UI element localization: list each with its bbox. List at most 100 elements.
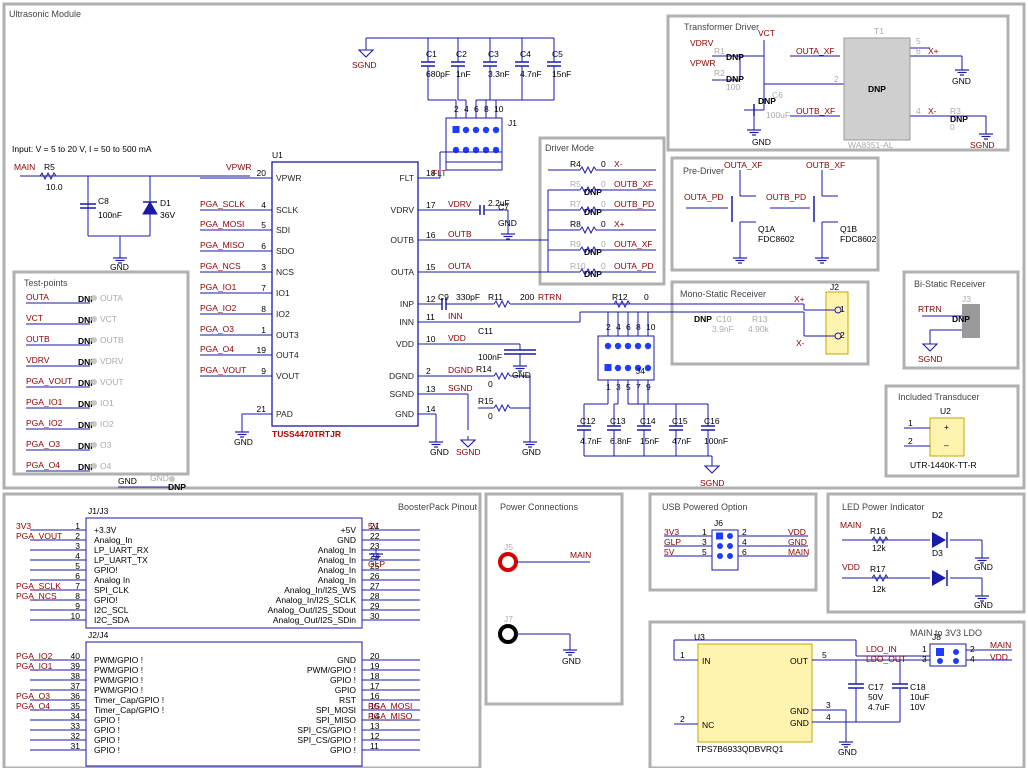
- usb-pin-num: 3: [702, 537, 707, 547]
- drv-resistor: [579, 185, 597, 195]
- bp-pin-name: Analog_Out/I2S_SDout: [268, 605, 357, 615]
- bp-pin-num: 39: [71, 661, 81, 671]
- cap-val: 4.7nF: [520, 69, 542, 79]
- bp-pin-name: GPIO !: [94, 745, 120, 755]
- u2-part: UTR-1440K-TT-R: [910, 460, 977, 470]
- mono-c10v: 3.9nF: [712, 324, 734, 334]
- bi-rtrn: RTRN: [918, 304, 941, 314]
- bp-pin-name: RST: [339, 695, 356, 705]
- tr-c6v: 100uF: [766, 110, 790, 120]
- testpoint-pad: [91, 421, 97, 427]
- bp-pin-num: 40: [71, 651, 81, 661]
- drv-ref: R9: [570, 239, 581, 249]
- ldo-main: MAIN: [990, 640, 1011, 650]
- ldo-c17: C17: [868, 682, 884, 692]
- bp-pin-name: Analog_In: [318, 555, 357, 565]
- drv-ref: R5: [570, 179, 581, 189]
- tp-net: GND: [118, 476, 137, 486]
- gnd-label: GND: [952, 76, 971, 86]
- tp-net: PGA_VOUT: [26, 376, 72, 386]
- testpoint-pad: [91, 379, 97, 385]
- u1-pin-num: 19: [257, 345, 267, 355]
- ldo-ldo-out: LDO_OUT: [866, 654, 906, 664]
- testpoint-pad: [91, 316, 97, 322]
- gnd-label: GND: [974, 600, 993, 610]
- bp-pin-num: 2: [75, 531, 80, 541]
- j6-body: [711, 529, 739, 571]
- tr-vct: VCT: [758, 28, 775, 38]
- cap-ref: C1: [426, 49, 437, 59]
- led-r17v: 12k: [872, 584, 886, 594]
- mono-xm: X-: [796, 338, 805, 348]
- ldo-p4: 4: [826, 712, 831, 722]
- gnd-symbol: [978, 127, 994, 140]
- j4-pin: [644, 342, 652, 350]
- usb-net: MAIN: [788, 547, 809, 557]
- bp-j1j3: J1/J3: [88, 506, 109, 516]
- bp-pin-num: 22: [370, 531, 380, 541]
- j8-body: [929, 643, 967, 667]
- gnd-symbol: [954, 63, 970, 76]
- sgnd-label: SGND: [456, 447, 481, 457]
- pw-j7: J7: [504, 614, 513, 624]
- u1-pin-num: 8: [261, 304, 266, 314]
- ref-c8: C8: [98, 196, 109, 206]
- u1-pin-name: IO1: [276, 288, 290, 298]
- u1-ref: U1: [272, 150, 283, 160]
- gnd-label: GND: [838, 747, 857, 757]
- bp-pin-name: PWM/GPIO !: [94, 675, 143, 685]
- bp-pin-name: GPIO !: [94, 735, 120, 745]
- tp-dnp: DNP: [78, 294, 96, 304]
- ldo-in: IN: [702, 656, 711, 666]
- bp-pin-num: 12: [370, 731, 380, 741]
- tr-r2: R2: [714, 68, 725, 78]
- ldo-frame: [648, 620, 1026, 768]
- ref-r14: R14: [476, 364, 492, 374]
- val-r12: 0: [644, 292, 649, 302]
- usb-net: 5V: [664, 547, 675, 557]
- u1-pin-num: 13: [426, 384, 436, 394]
- drv-resistor: [579, 267, 597, 277]
- testpoint-pad: [91, 400, 97, 406]
- bp-net: PGA_NCS: [16, 591, 57, 601]
- u1-left-net: PGA_O3: [200, 324, 234, 334]
- title-boosterpack: BoosterPack Pinout: [398, 502, 478, 512]
- tr-r1: R1: [714, 46, 725, 56]
- gnd-label: GND: [234, 437, 253, 447]
- u1-pin-name: INN: [399, 317, 414, 327]
- j4-pin: [624, 364, 632, 372]
- j6-pin: [717, 543, 723, 549]
- tr-r2v: 100: [726, 82, 740, 92]
- j2-body: [825, 291, 849, 355]
- tp-net: VDRV: [26, 355, 50, 365]
- tp-name: O4: [100, 461, 112, 471]
- tr-vdrv: VDRV: [690, 38, 714, 48]
- bp-pin-num: 21: [370, 521, 380, 531]
- bp-pin-num: 7: [75, 581, 80, 591]
- drv-ref: R10: [570, 261, 586, 271]
- title-transformer: Transformer Driver: [684, 22, 759, 32]
- bp-pin-name: GPIO !: [330, 745, 356, 755]
- led-vdd: VDD: [842, 562, 860, 572]
- tp-dnp: DNP: [78, 378, 96, 388]
- u1-pin-num: 2: [426, 366, 431, 376]
- tp-name: OUTA: [100, 293, 123, 303]
- bp-pin-name: Analog In: [94, 575, 130, 585]
- j1-pin: [472, 126, 480, 134]
- usb-frame: [648, 492, 818, 592]
- bp-pin-num: 4: [75, 551, 80, 561]
- predriver-frame: [670, 156, 880, 272]
- led-d2: D2: [932, 510, 943, 520]
- bp-j2j4: J2/J4: [88, 630, 109, 640]
- ldo-c17v1: 50V: [868, 692, 883, 702]
- tr-t1p: WA8351-AL: [848, 140, 894, 150]
- power-wiring: [516, 561, 590, 644]
- u1-pin-num: 18: [426, 168, 436, 178]
- u1-right-net: VDRV: [448, 199, 472, 209]
- bp-pin-num: 10: [71, 611, 81, 621]
